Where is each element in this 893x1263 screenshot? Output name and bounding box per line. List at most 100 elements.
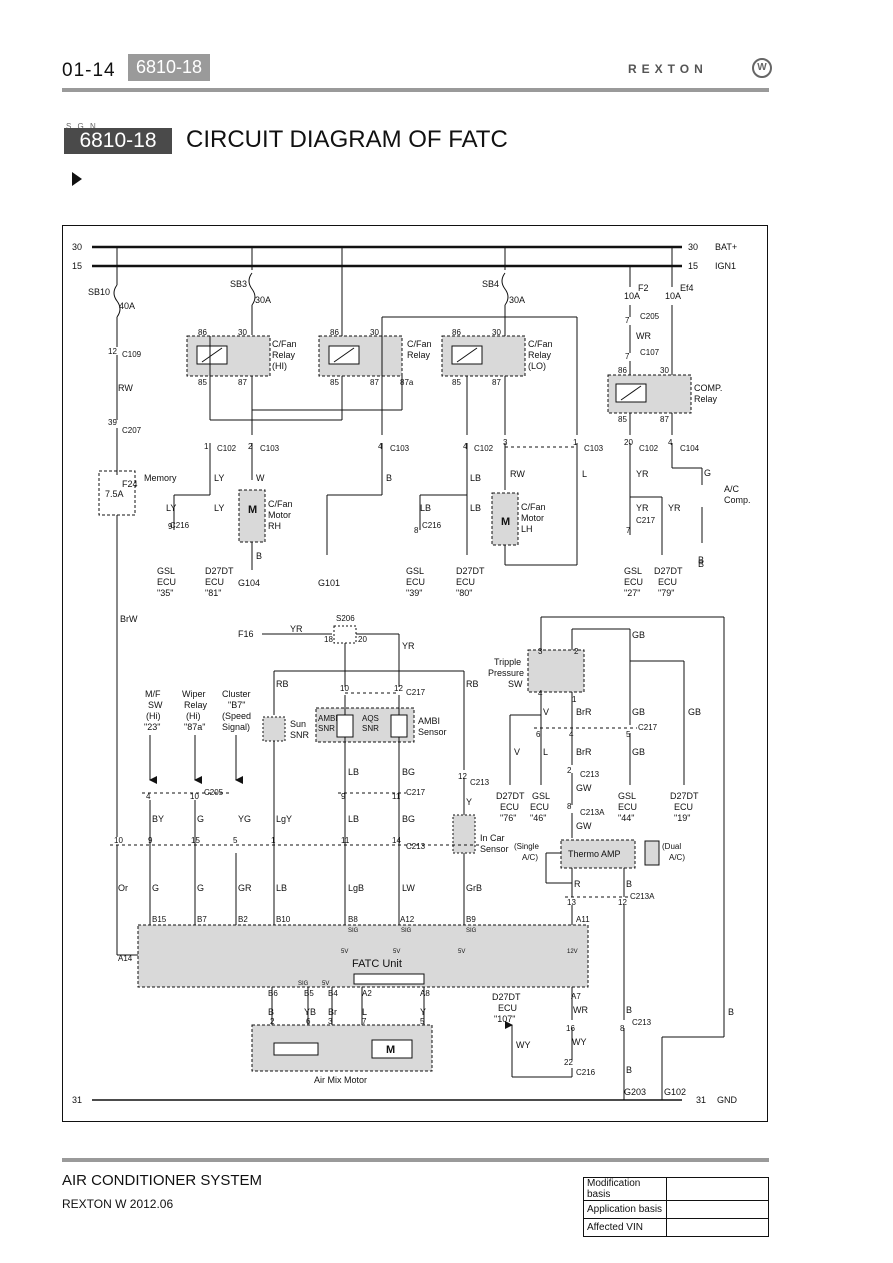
wire-lb-e: LB (348, 767, 359, 777)
wire-y-mix: Y (420, 1007, 426, 1017)
ecu-27: ECU (624, 577, 643, 587)
wire-b-right: B (728, 1007, 734, 1017)
pin-30-comp: 30 (660, 366, 669, 375)
sun-snr-label: Sun (290, 719, 306, 729)
ecu-39: ECU (406, 577, 425, 587)
ground-g101: G101 (318, 578, 340, 588)
gsl-39: GSL (406, 566, 424, 576)
basis-value (666, 1200, 769, 1219)
fatc-unit-label: FATC Unit (352, 958, 402, 970)
ecu-46: ECU (530, 802, 549, 812)
dual-ac: (Dual (662, 842, 681, 851)
bus-15-right-label: 15 (688, 261, 698, 271)
basis-label: Modification basis (583, 1177, 667, 1201)
pin-9-c217: 9 (341, 792, 346, 801)
conn-c103-c: C103 (584, 444, 604, 453)
pin-1-c102: 1 (204, 442, 209, 451)
pin-22-c216: 22 (564, 1058, 573, 1067)
mix-pin-6: 6 (306, 1017, 311, 1026)
wire-g-c: G (197, 883, 204, 893)
pin-7-c205: 7 (625, 316, 630, 325)
basis-table: Modification basis Application basis Aff… (583, 1177, 769, 1237)
wire-yr-b: YR (636, 503, 649, 513)
wire-lb-c: LB (420, 503, 431, 513)
q-79: "79" (658, 588, 674, 598)
wire-wr: WR (636, 331, 651, 341)
ac-comp-label: A/C (724, 484, 740, 494)
fuse-ef4: Ef4 (680, 283, 694, 293)
motor-lh-m: M (501, 516, 510, 528)
mix-pin-5: 5 (420, 1017, 425, 1026)
bat-plus-label: BAT+ (715, 242, 737, 252)
ecu-44: ECU (618, 802, 637, 812)
fatc-5v-2: 5V (393, 949, 400, 955)
fatc-12v: 12V (567, 949, 578, 955)
fatc-a7: A7 (571, 992, 581, 1001)
d27dt-79: D27DT (654, 566, 683, 576)
section-code: 6810-18 (128, 54, 210, 81)
motor-rh-label2: Motor (268, 510, 291, 520)
relay-lo-label3: (LO) (528, 361, 546, 371)
aqs-snr-label: AQS (362, 714, 379, 723)
cluster-label3: (Speed (222, 711, 251, 721)
air-mix-m: M (386, 1044, 395, 1056)
motor-lh-label2: Motor (521, 513, 544, 523)
pin-85-comp: 85 (618, 415, 627, 424)
pin-18-s206: 18 (324, 635, 333, 644)
pin-1-c213: 1 (271, 836, 276, 845)
wiper-label4: "87a" (184, 722, 205, 732)
fuse-sb10-rating: 40A (119, 301, 135, 311)
pin-9-c213: 9 (148, 836, 153, 845)
basis-row: Application basis (583, 1200, 769, 1219)
pin-9-c216: 9 (168, 522, 173, 531)
pin-3-sw: 3 (538, 647, 543, 656)
splice-s206: S206 (336, 614, 355, 623)
pin-85-hi: 85 (198, 378, 207, 387)
wiper-label3: (Hi) (186, 711, 201, 721)
fatc-b2: B2 (238, 915, 248, 924)
pin-86-mid: 86 (330, 328, 339, 337)
wire-b-thermo: B (626, 879, 632, 889)
fatc-sig-4: SIG (298, 981, 309, 987)
wire-ly-c: LY (166, 503, 176, 513)
footer-rule (62, 1158, 769, 1162)
ground-g203: G203 (624, 1087, 646, 1097)
pin-11-c213: 11 (341, 836, 350, 845)
wire-l-b: L (543, 747, 548, 757)
wire-or: Or (118, 883, 128, 893)
fuse-f24-rating: 7.5A (105, 489, 124, 499)
mix-pin-7: 7 (362, 1017, 367, 1026)
wire-yr-s206: YR (402, 641, 415, 651)
title-code: 6810-18 (64, 128, 172, 154)
wire-v-a: V (543, 707, 549, 717)
pin-20-s206: 20 (358, 635, 367, 644)
pin-13-c213a: 13 (567, 898, 576, 907)
basis-label: Application basis (583, 1200, 667, 1219)
wire-lb-d: LB (348, 814, 359, 824)
relay-comp-label2: Relay (694, 394, 718, 404)
wire-lb-a: LB (470, 473, 481, 483)
pin-87-comp: 87 (660, 415, 669, 424)
fatc-b10: B10 (276, 915, 291, 924)
fatc-a14: A14 (118, 954, 133, 963)
footer-model: REXTON W 2012.06 (62, 1197, 174, 1211)
q-19: "19" (674, 813, 690, 823)
wire-wy-b: WY (516, 1040, 531, 1050)
q-46: "46" (530, 813, 546, 823)
q-76: "76" (500, 813, 516, 823)
pin-30-mid: 30 (370, 328, 379, 337)
cluster-label: Cluster (222, 689, 251, 699)
pin-39-c207: 39 (108, 418, 117, 427)
ambi-sensor-label: AMBI (418, 716, 440, 726)
page-number: 01-14 (62, 60, 116, 81)
pin-86-lo: 86 (452, 328, 461, 337)
wiper-label2: Relay (184, 700, 208, 710)
bus-15-label: 15 (72, 261, 82, 271)
conn-c207: C207 (122, 426, 142, 435)
wire-b-a: B (386, 473, 392, 483)
motor-rh-label: C/Fan (268, 499, 293, 509)
wire-yr-a: YR (636, 469, 649, 479)
d27dt-76: D27DT (496, 791, 525, 801)
wire-b-rh: B (256, 551, 262, 561)
fatc-a2: A2 (362, 989, 372, 998)
